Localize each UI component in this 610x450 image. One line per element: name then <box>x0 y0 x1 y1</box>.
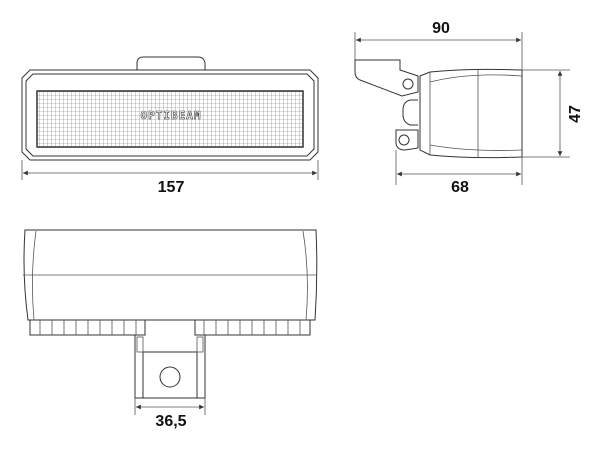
brand-logo: OPTIBEAM <box>141 109 202 122</box>
side-view: 90 68 47 <box>354 20 584 196</box>
mounting-hole <box>159 366 181 388</box>
side-bracket <box>354 59 419 97</box>
front-housing <box>21 69 319 161</box>
bracket-width-dimension-label: 36,5 <box>155 413 186 430</box>
front-handle <box>136 56 206 70</box>
bottom-view: 36,5 <box>23 229 318 430</box>
front-grille <box>36 90 304 148</box>
width-dimension-label: 157 <box>158 179 185 196</box>
bottom-fins <box>29 320 311 336</box>
bottom-housing <box>23 229 318 321</box>
side-housing <box>419 68 523 159</box>
front-view: OPTIBEAM 157 <box>21 56 319 196</box>
body-depth-dimension-label: 68 <box>451 179 469 196</box>
height-dimension-label: 47 <box>567 105 584 123</box>
depth-dimension-label: 90 <box>432 20 450 37</box>
